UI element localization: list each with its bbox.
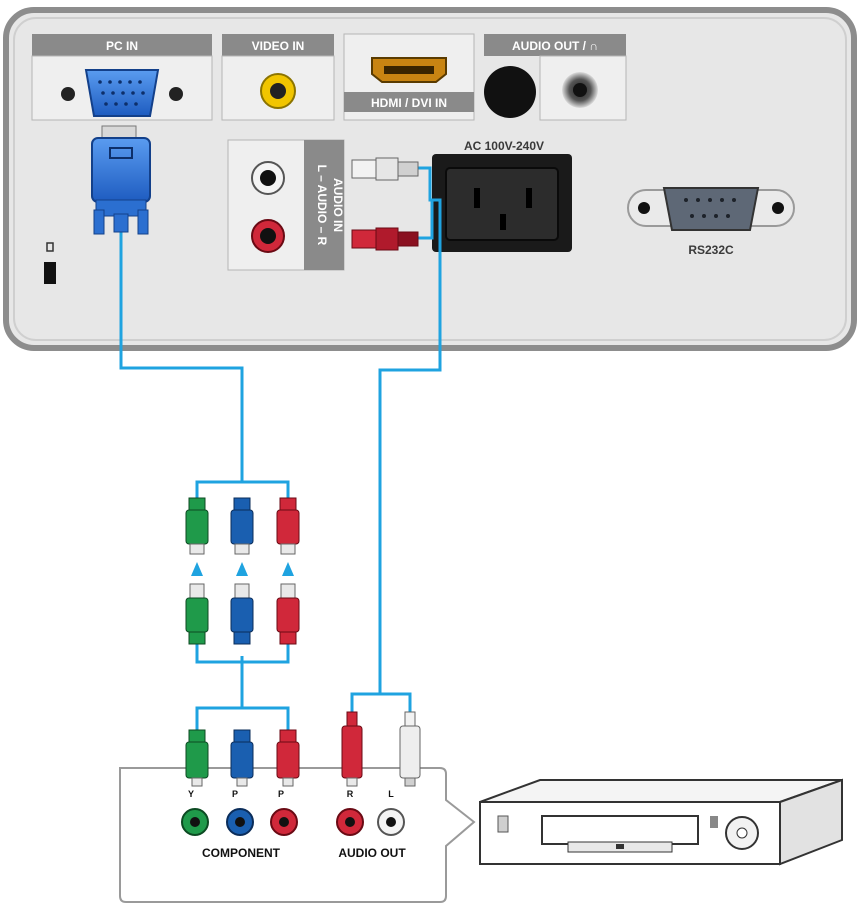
audio-out-jacks[interactable]: [336, 808, 405, 836]
dvd-player-icon: [479, 778, 843, 866]
source-device-panel: Y P P R L COMPONENT AUDIO OUT: [119, 711, 476, 903]
audio-in-port[interactable]: AUDIO IN L – AUDIO – R: [227, 139, 345, 271]
component-jacks[interactable]: [181, 808, 298, 836]
component-label: COMPONENT: [202, 846, 281, 860]
lower-green-plug: [185, 583, 209, 645]
device-audio-red-plug: [341, 711, 363, 787]
kensington-lock-icon: [44, 242, 56, 284]
upper-green-plug: [185, 497, 209, 555]
upper-red-plug: [276, 497, 300, 555]
adapter-upper-plugs: [185, 497, 300, 555]
r-label: R: [347, 789, 354, 799]
adapter-lower-plugs: [185, 583, 300, 645]
audio-in-red-plug: [351, 227, 419, 251]
pb-label: P: [232, 789, 238, 799]
pc-in-port[interactable]: PC IN: [31, 34, 213, 121]
device-audio-out-label: AUDIO OUT: [338, 846, 406, 860]
rs232c-port[interactable]: RS232C: [627, 187, 795, 257]
upper-blue-plug: [230, 497, 254, 555]
l-label: L: [388, 789, 394, 799]
cable-lines: [119, 166, 442, 732]
device-green-plug: [185, 729, 209, 787]
vga-cable-plug: [91, 125, 151, 235]
device-component-plugs: [185, 729, 300, 787]
lower-blue-plug: [230, 583, 254, 645]
arrow-up-icon: [282, 562, 294, 576]
arrow-up-icon: [191, 562, 203, 576]
device-red-plug: [276, 729, 300, 787]
audio-out-port[interactable]: AUDIO OUT / ∩: [484, 34, 627, 121]
hdmi-dvi-in-label: HDMI / DVI IN: [371, 96, 447, 110]
device-audio-plugs: [341, 711, 421, 787]
y-label: Y: [188, 789, 194, 799]
arrow-up-icon: [236, 562, 248, 576]
video-in-label: VIDEO IN: [252, 39, 305, 53]
device-blue-plug: [230, 729, 254, 787]
audio-in-sublabel: L – AUDIO – R: [315, 165, 329, 246]
device-audio-white-plug: [399, 711, 421, 787]
video-in-port[interactable]: VIDEO IN: [221, 34, 335, 121]
audio-out-label: AUDIO OUT / ∩: [512, 39, 598, 53]
hdmi-dvi-in-port[interactable]: HDMI / DVI IN: [343, 33, 475, 121]
adapter-arrows: [191, 562, 294, 576]
rs232c-label: RS232C: [688, 243, 734, 257]
pc-in-label: PC IN: [106, 39, 138, 53]
audio-in-white-plug: [351, 157, 419, 181]
pr-label: P: [278, 789, 284, 799]
audio-in-label: AUDIO IN: [331, 178, 345, 232]
ac-power-label: AC 100V-240V: [464, 139, 544, 153]
lower-red-plug: [276, 583, 300, 645]
ac-power-inlet[interactable]: AC 100V-240V: [432, 139, 572, 252]
